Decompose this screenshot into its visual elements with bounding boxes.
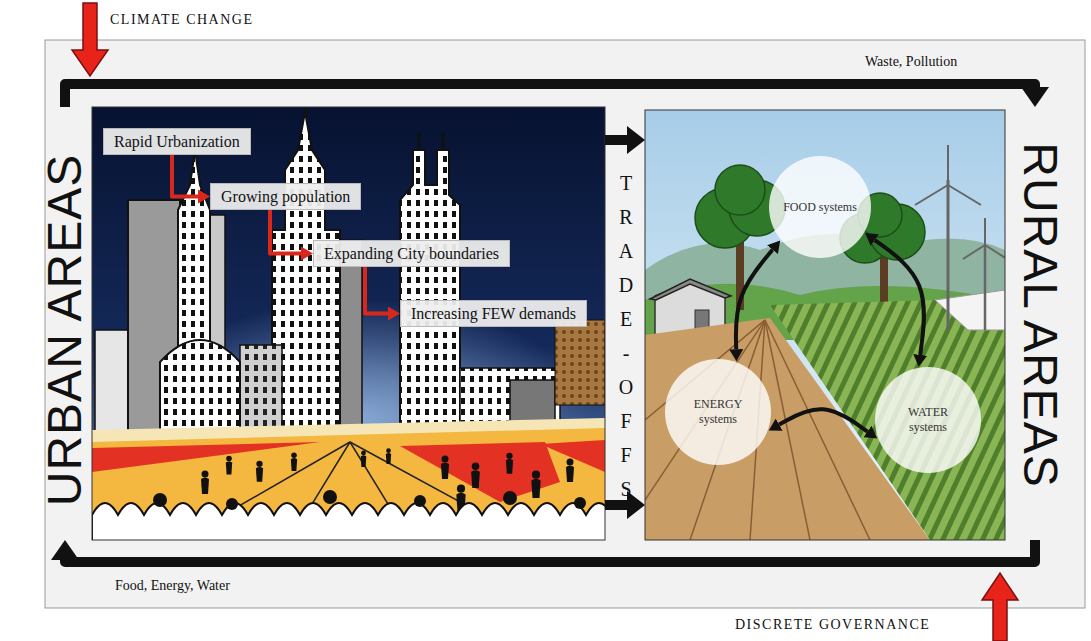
trend-arrow — [365, 267, 388, 314]
building — [555, 320, 605, 405]
person-figure — [226, 456, 232, 475]
rural-panel-border — [645, 110, 1005, 540]
urban-illustration — [92, 107, 605, 540]
system-name: FOOD systems — [783, 200, 857, 215]
flow-label: Food, Energy, Water — [115, 578, 230, 594]
red-wedge — [92, 442, 320, 472]
spire — [418, 132, 421, 150]
driver-label: DISCRETE GOVERNANCE — [735, 617, 930, 633]
system-name: WATER systems — [891, 405, 965, 435]
red-wedge — [400, 442, 560, 502]
crowd-head — [503, 491, 517, 505]
person-figure — [566, 459, 574, 483]
person-figure — [361, 450, 367, 466]
spire — [442, 132, 445, 150]
crowd-head — [153, 493, 167, 507]
day-sky — [645, 110, 1005, 540]
furrow — [765, 320, 810, 540]
trend-text: Increasing FEW demands — [411, 304, 576, 323]
circle-shape — [875, 367, 981, 473]
barn-roof — [650, 279, 731, 300]
spire — [304, 107, 307, 118]
trend-box: Rapid Urbanization — [103, 128, 251, 155]
flow-arrow — [65, 84, 1035, 107]
outer-frame — [45, 40, 1085, 608]
nexus-arrow — [736, 250, 773, 350]
windmill-pole — [984, 245, 987, 330]
rural-area: RURAL AREAS FOOD systemsENERGY systems WAT… — [645, 107, 1065, 540]
crowd — [92, 503, 605, 540]
tree-trunk — [736, 240, 744, 310]
flow-label: Waste, Pollution — [865, 54, 957, 70]
tree-crown — [715, 165, 765, 215]
urban-panel-border — [92, 107, 605, 540]
circle-shape — [665, 359, 771, 465]
trend-text: Growing population — [221, 187, 350, 206]
windmill-blade — [915, 185, 948, 205]
person-figure — [291, 452, 297, 471]
twin-tower — [400, 150, 460, 440]
windmill-blade — [948, 185, 981, 205]
windmill-pole — [947, 180, 950, 330]
trend-arrow — [270, 210, 301, 254]
domed-building — [160, 340, 240, 440]
person-figure — [531, 471, 540, 498]
person-figure — [441, 456, 449, 480]
windmill-blade — [963, 245, 985, 259]
crowd-head — [414, 495, 426, 507]
trade-arrow — [605, 135, 627, 145]
area-heading: RURAL AREAS — [1015, 142, 1065, 487]
tower-side — [340, 240, 362, 440]
crowd-head — [226, 498, 238, 510]
trend-box: Expanding City boundaries — [313, 240, 510, 267]
night-sky — [92, 107, 605, 540]
trend-text: Rapid Urbanization — [114, 132, 240, 151]
climate-arrow — [72, 3, 108, 76]
tree-trunk — [880, 250, 888, 310]
urban-area: URBAN AREASRapid UrbanizationGrowing pop… — [45, 107, 605, 540]
trend-box: Growing population — [210, 183, 361, 210]
flow-arrow — [65, 540, 1035, 562]
circle-shape — [769, 156, 871, 258]
nexus-arrow — [875, 240, 924, 355]
area-heading: URBAN AREAS — [40, 154, 90, 506]
driver-label: CLIMATE CHANGE — [110, 12, 254, 28]
person-figure — [256, 461, 263, 482]
person-figure — [386, 448, 391, 464]
system-circle: ENERGY systems — [664, 358, 772, 466]
system-name: ENERGY systems — [681, 397, 755, 427]
person-figure — [201, 471, 209, 495]
trade-offs-label: TRADE-OFFS — [614, 172, 637, 512]
windmill-blade — [984, 218, 986, 245]
trade-arrow — [605, 500, 627, 510]
person-figure — [506, 453, 513, 474]
horizon-band — [92, 418, 605, 442]
furrow — [765, 320, 870, 540]
crowd-head — [574, 497, 586, 509]
crowd-head — [323, 490, 337, 504]
trend-arrow — [172, 155, 198, 197]
governance-arrow — [982, 573, 1018, 641]
nexus-arrow — [779, 409, 867, 431]
windmill-blade — [947, 145, 949, 185]
trend-box: Increasing FEW demands — [400, 300, 587, 327]
trend-text: Expanding City boundaries — [324, 244, 499, 263]
system-circle: WATER systems — [874, 366, 982, 474]
windmill-blade — [985, 245, 1005, 259]
person-figure — [471, 463, 480, 488]
system-circle: FOOD systems — [768, 155, 872, 259]
road — [935, 290, 1005, 330]
rural-illustration — [645, 110, 1005, 540]
